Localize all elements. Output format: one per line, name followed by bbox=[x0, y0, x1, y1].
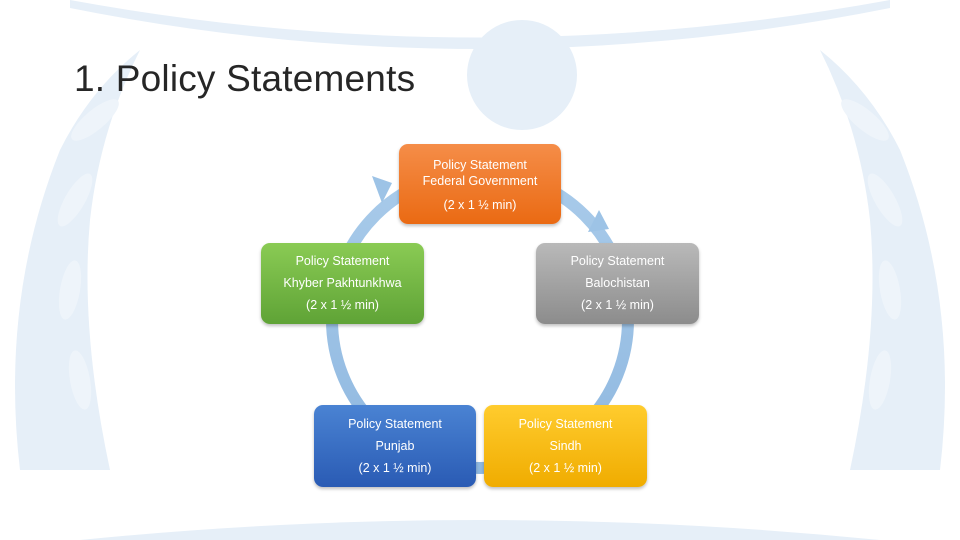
node-name: Balochistan bbox=[585, 276, 650, 290]
watermark-bottom-band bbox=[80, 520, 880, 540]
node-balochistan: Policy Statement Balochistan (2 x 1 ½ mi… bbox=[536, 243, 699, 324]
slide-title: 1. Policy Statements bbox=[74, 58, 416, 99]
watermark-center-circle bbox=[467, 20, 577, 130]
node-khyber-pakhtunkhwa: Policy Statement Khyber Pakhtunkhwa (2 x… bbox=[261, 243, 424, 324]
watermark-leaf bbox=[868, 350, 892, 410]
node-duration: (2 x 1 ½ min) bbox=[306, 298, 379, 312]
watermark-leaf bbox=[58, 260, 82, 320]
cycle-arrowhead-right bbox=[588, 210, 609, 232]
watermark-leaf bbox=[57, 173, 93, 227]
node-punjab: Policy Statement Punjab (2 x 1 ½ min) bbox=[314, 405, 476, 487]
node-duration: (2 x 1 ½ min) bbox=[358, 460, 432, 475]
watermark-leaf bbox=[878, 260, 902, 320]
node-duration: (2 x 1 ½ min) bbox=[529, 460, 602, 475]
cycle-arrowhead-left bbox=[372, 176, 392, 203]
node-sindh: Policy Statement Sindh (2 x 1 ½ min) bbox=[484, 405, 647, 487]
watermark-leaf bbox=[867, 173, 903, 227]
node-heading: Policy Statement bbox=[295, 254, 390, 268]
watermark-leaf bbox=[68, 350, 92, 410]
watermark-leaf bbox=[841, 99, 889, 141]
watermark-left-wreath bbox=[15, 50, 140, 470]
node-duration: (2 x 1 ½ min) bbox=[443, 198, 517, 212]
watermark-top-arc bbox=[70, 0, 890, 49]
node-name: Federal Government bbox=[422, 174, 538, 188]
node-name: Khyber Pakhtunkhwa bbox=[283, 276, 402, 290]
watermark-leaf bbox=[71, 99, 119, 141]
watermark-right-wreath bbox=[820, 50, 945, 470]
node-federal-government: Policy Statement Federal Government (2 x… bbox=[399, 144, 561, 224]
node-heading: Policy Statement bbox=[348, 416, 442, 431]
node-heading: Policy Statement bbox=[433, 158, 527, 172]
node-heading: Policy Statement bbox=[518, 416, 613, 431]
node-duration: (2 x 1 ½ min) bbox=[581, 298, 654, 312]
node-name: Sindh bbox=[549, 438, 582, 453]
node-name: Punjab bbox=[375, 438, 415, 453]
node-heading: Policy Statement bbox=[570, 254, 665, 268]
